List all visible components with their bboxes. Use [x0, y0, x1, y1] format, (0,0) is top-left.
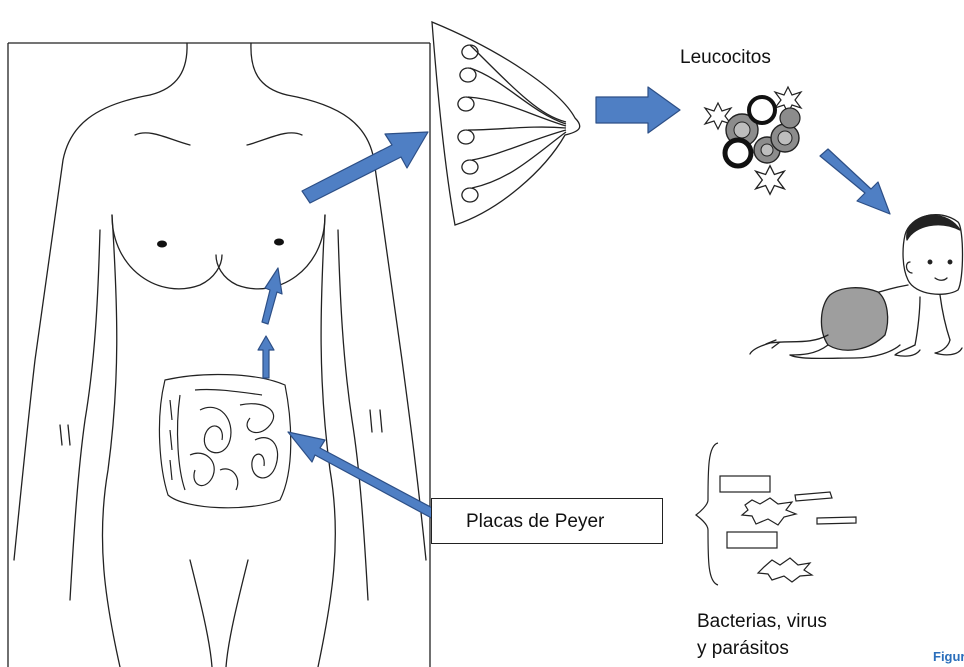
nipple-left — [157, 241, 167, 248]
leukocyte-cluster — [705, 87, 801, 194]
arrow-leukocytes-to-baby — [820, 149, 890, 214]
arrow-body-to-breast — [302, 132, 428, 203]
microbes-group — [696, 443, 856, 585]
intestine — [159, 375, 290, 508]
leucocitos-label: Leucocitos — [680, 47, 771, 69]
arrows — [258, 87, 890, 528]
arrow-intestine-up-small — [258, 336, 274, 378]
placas-de-peyer-box: Placas de Peyer — [431, 498, 663, 544]
bacterias-label-line2: y parásitos — [697, 638, 789, 660]
figure-caption: Figur — [933, 649, 964, 664]
bacterias-label-line1: Bacterias, virus — [697, 611, 827, 633]
breast-cross-section — [432, 22, 580, 225]
female-body-outline — [14, 43, 426, 667]
arrow-breast-to-leukocytes — [596, 87, 680, 133]
nipple-right — [274, 239, 284, 246]
arrow-intestine-up-large — [262, 268, 282, 324]
crawling-baby — [750, 215, 963, 359]
placas-de-peyer-label: Placas de Peyer — [466, 511, 604, 533]
